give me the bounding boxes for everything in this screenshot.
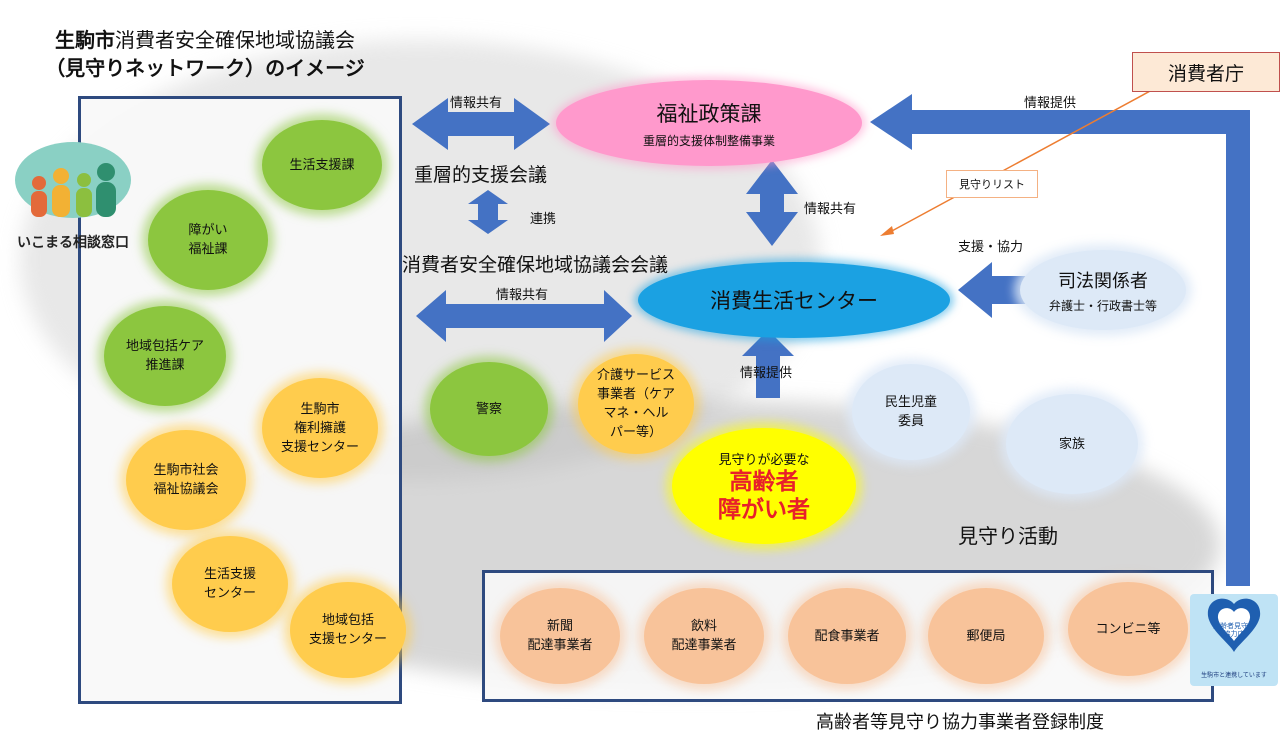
arrow-renkei: [468, 190, 508, 234]
arrow-shien-kyoryoku: [958, 262, 1030, 318]
label-joho-teikyo-up: 情報提供: [740, 366, 793, 381]
fukushi-title: 福祉政策課: [656, 101, 762, 126]
node-seikatsu-shien-center: 生活支援 センター: [172, 536, 288, 632]
node-yubin: 郵便局: [928, 588, 1044, 684]
shiho-subtitle: 弁護士・行政書士等: [1048, 298, 1157, 313]
heart-icon: [1207, 598, 1261, 652]
node-shiho: 司法関係者 弁護士・行政書士等: [1020, 250, 1186, 330]
label-shien-kyoryoku: 支援・協力: [958, 240, 1024, 255]
node-shakai-fukushi: 生駒市社会 福祉協議会: [126, 430, 246, 530]
mimamori-badge: 高齢者見守り 協力店 生駒市と連携しています: [1190, 594, 1278, 686]
node-haishoku: 配食事業者: [788, 588, 906, 684]
node-conveni: コンビニ等: [1068, 582, 1188, 676]
node-shohishacho: 消費者庁: [1132, 52, 1280, 92]
arrow-joho-teikyo-top: [870, 94, 1250, 586]
logo-family-icon: [15, 142, 131, 218]
node-kaigo: 介護サービス 事業者（ケア マネ・ヘル パー等）: [578, 354, 694, 454]
label-joho-kyoyu-top: 情報共有: [450, 96, 503, 111]
node-shogai-fukushika: 障がい 福祉課: [148, 190, 268, 290]
node-fukushi-seisaku: 福祉政策課 重層的支援体制整備事業: [556, 80, 862, 166]
node-shinbun: 新聞 配達事業者: [500, 588, 620, 684]
title-council: 消費者安全確保地域協議会: [115, 28, 355, 52]
arrow-joho-kyoyu-vertical: [746, 160, 798, 246]
label-joho-kyoyu-vertical: 情報共有: [804, 202, 857, 217]
node-seikatsu-shienka: 生活支援課: [262, 120, 382, 210]
label-joho-teikyo-top: 情報提供: [1024, 96, 1077, 111]
label-renkei: 連携: [530, 212, 557, 227]
label-jusou-kaigi: 重層的支援会議: [414, 164, 548, 186]
label-joho-kyoyu-middle: 情報共有: [496, 288, 549, 303]
label-mimamori-katsudo: 見守り活動: [958, 524, 1058, 548]
node-consumer-center: 消費生活センター: [638, 262, 950, 338]
fukushi-subtitle: 重層的支援体制整備事業: [642, 133, 775, 148]
node-target: 見守りが必要な 高齢者 障がい者: [672, 428, 856, 544]
node-kenri-yogo: 生駒市 権利擁護 支援センター: [262, 378, 378, 478]
arrow-joho-teikyo-up: [742, 330, 794, 398]
title-subtitle: （見守りネットワーク）のイメージ: [45, 56, 365, 80]
label-kyogikai-kaigi: 消費者安全確保地域協議会会議: [402, 254, 669, 276]
line-shohishacho: [889, 89, 1153, 233]
node-minsei: 民生児童 委員: [852, 364, 970, 460]
consumer-center-label: 消費生活センター: [710, 289, 878, 313]
line-shohishacho-head: [880, 226, 894, 236]
logo-text: いこまる相談窓口: [17, 235, 129, 251]
shiho-title: 司法関係者: [1058, 270, 1148, 292]
arrow-joho-kyoyu-middle: [416, 290, 632, 342]
badge-footer: 生駒市と連携しています: [1201, 672, 1267, 679]
node-chiiki-houkatsu-care: 地域包括ケア 推進課: [104, 306, 226, 406]
target-line3: 障がい者: [718, 496, 810, 523]
badge-title: 高齢者見守り 協力店: [1213, 622, 1255, 638]
node-chiiki-houkatsu-center: 地域包括 支援センター: [290, 582, 406, 678]
mimamori-list-label: 見守りリスト: [946, 170, 1038, 198]
node-kazoku: 家族: [1006, 394, 1138, 494]
target-line2: 高齢者: [729, 468, 799, 495]
arrow-joho-kyoyu-top: [412, 98, 550, 150]
title-city: 生駒市: [55, 28, 115, 52]
node-inryo: 飲料 配達事業者: [644, 588, 764, 684]
ikomaru-logo: いこまる相談窓口: [6, 136, 140, 254]
target-line1: 見守りが必要な: [718, 452, 810, 468]
label-jigyosha-seido: 高齢者等見守り協力事業者登録制度: [816, 712, 1104, 733]
diagram-title: 生駒市消費者安全確保地域協議会 （見守りネットワーク）のイメージ: [20, 26, 390, 82]
node-keisatsu: 警察: [430, 362, 548, 456]
